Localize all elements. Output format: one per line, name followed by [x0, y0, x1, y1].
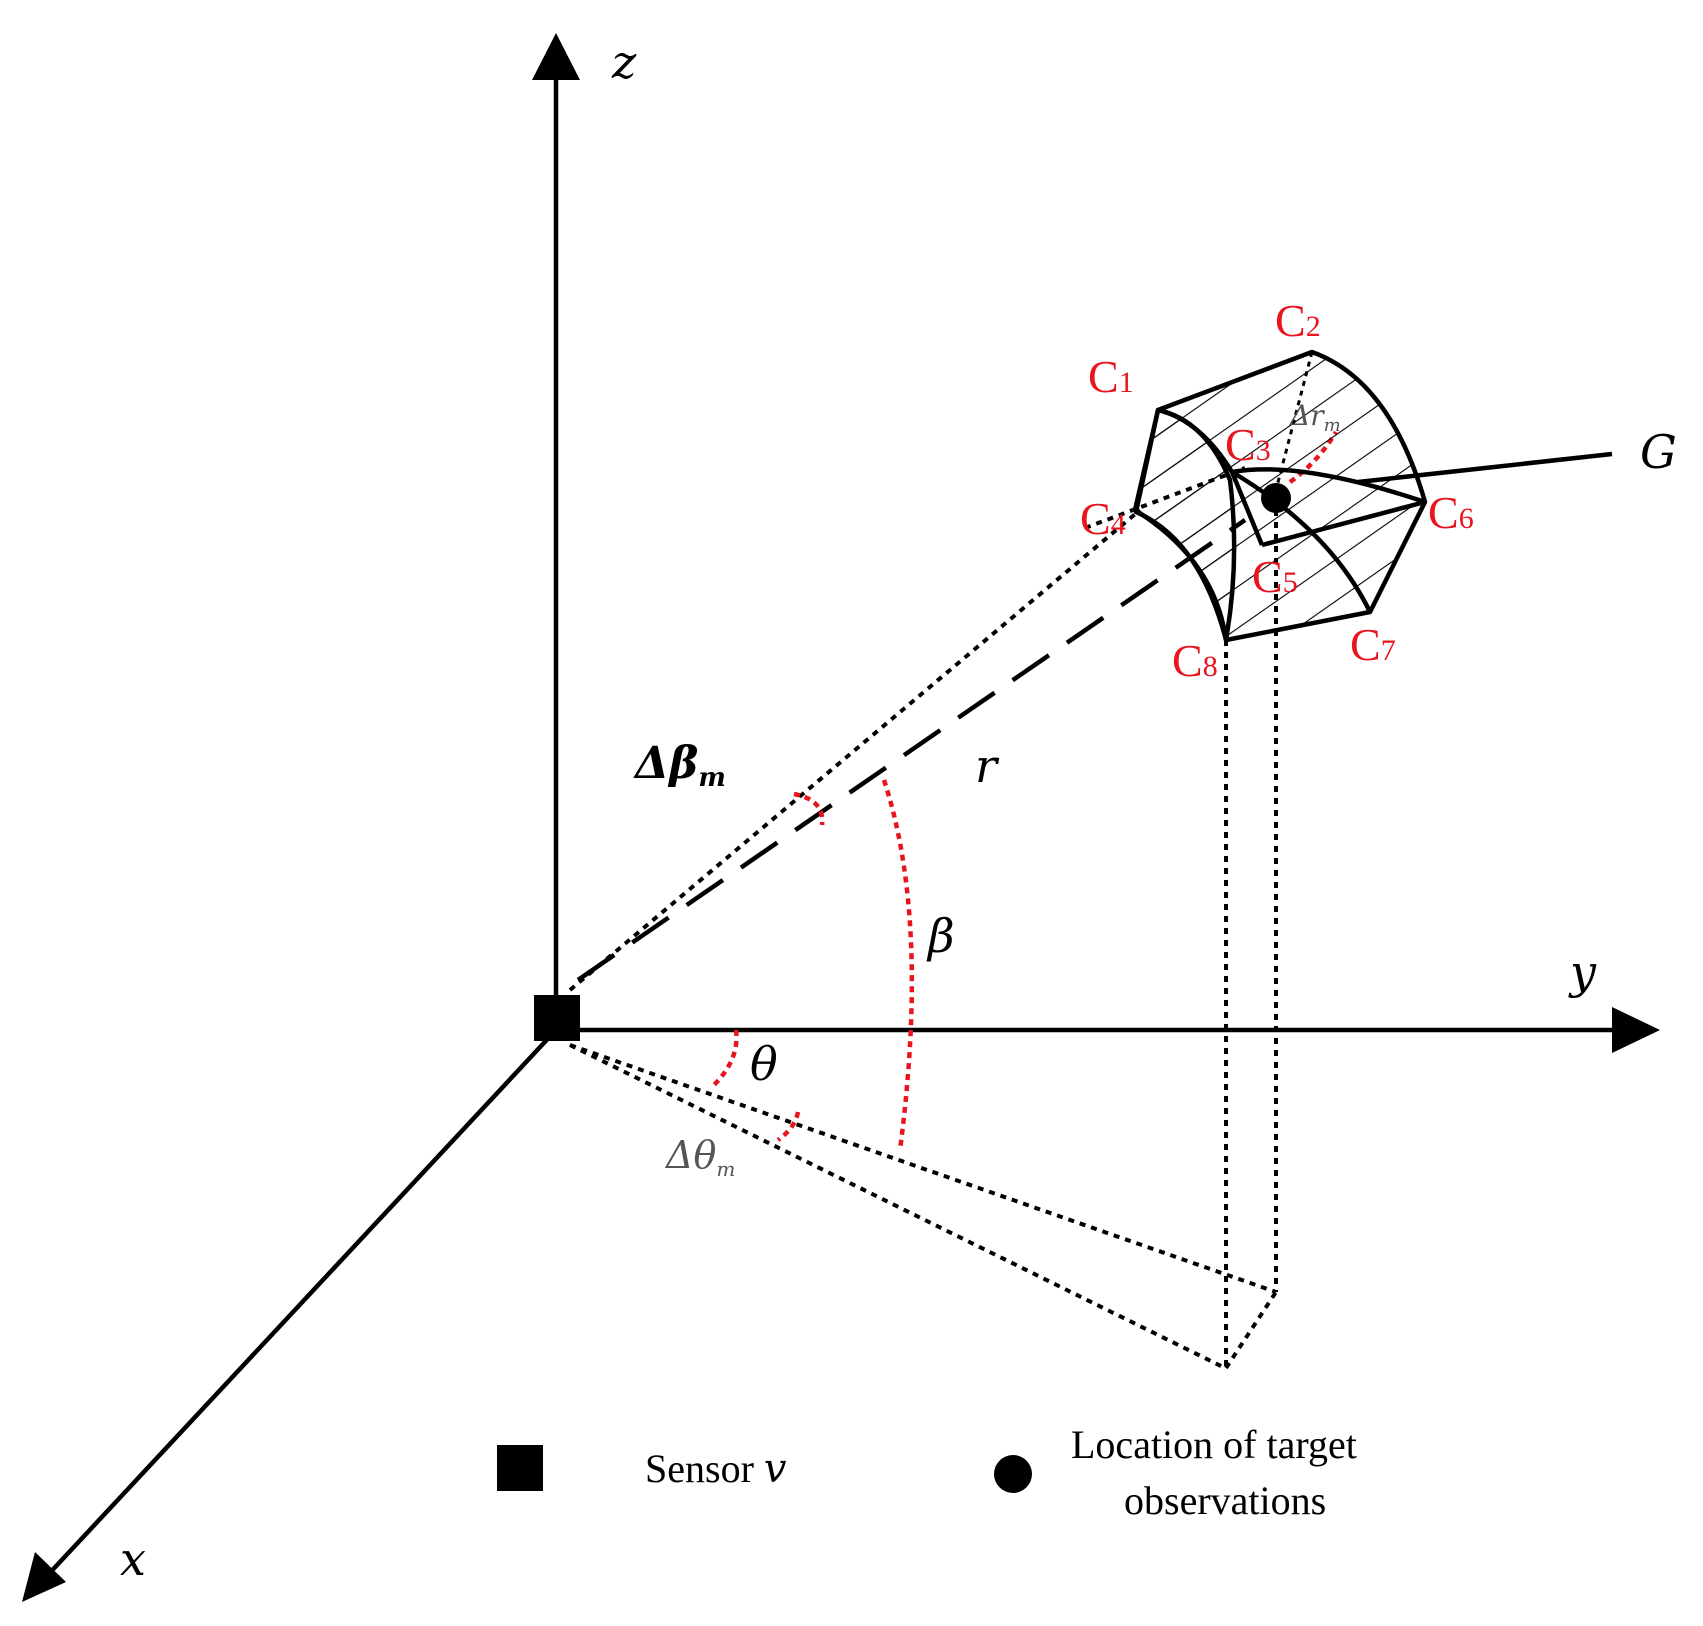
target-observation-dot [1261, 483, 1291, 513]
theta-arc [710, 1029, 739, 1089]
legend: Sensor v Location of target observations [497, 1422, 1357, 1523]
sensor-square [534, 995, 580, 1041]
corner-label-c5: C5 [1252, 551, 1298, 602]
delta-theta-main: Δθ [664, 1133, 716, 1177]
beam-rays [568, 466, 1278, 1370]
legend-target-line1: Location of target [1071, 1422, 1357, 1467]
beta-arc [881, 779, 915, 1151]
delta-r-sub: m [1324, 415, 1341, 436]
delta-beta-arc [793, 791, 825, 826]
g-label: G [1640, 425, 1677, 479]
delta-beta-sub: m [698, 763, 726, 793]
range-label-r: r [975, 739, 1000, 793]
cell-edge-c5-c6 [1261, 499, 1426, 548]
theta-label: θ [750, 1037, 778, 1091]
corner-label-c4: C4 [1080, 493, 1126, 544]
cell-edge-c1-c2-dotted [1157, 350, 1313, 412]
ground-connector [1224, 1290, 1278, 1370]
y-axis-arrowhead [1612, 1007, 1660, 1053]
x-axis-label: x [120, 1532, 146, 1586]
cell-edge-c3-c5 [1229, 471, 1265, 546]
corner-label-c7: C7 [1350, 619, 1396, 670]
corner-label-c2: C2 [1275, 295, 1321, 346]
legend-sensor-text: Sensor v [645, 1446, 787, 1492]
z-axis-label: z [611, 35, 637, 89]
ground-ray-far [569, 1043, 1226, 1370]
corner-labels: C1 C2 C3 C4 C5 C6 C7 C8 [1080, 295, 1474, 686]
cell-edge-c3-c7 [1230, 470, 1373, 613]
x-axis-arrowhead [22, 1552, 66, 1602]
cell-edge-c3-c6 [1231, 467, 1426, 505]
y-axis-label: y [1568, 945, 1597, 999]
delta-r-label: Δrm [1289, 399, 1341, 436]
delta-theta-arc [776, 1111, 801, 1142]
delta-beta-label: Δβm [633, 738, 726, 793]
corner-label-c6: C6 [1428, 487, 1474, 538]
range-line-r [576, 518, 1247, 982]
cell-edge-c1-c3 [1157, 407, 1234, 474]
delta-r-main: Δr [1289, 399, 1325, 432]
beta-label: β [926, 909, 955, 963]
x-axis-line [43, 1028, 558, 1580]
cell-edge-c2-c3-dotted [1274, 351, 1314, 491]
delta-beta-main: Δβ [633, 738, 698, 789]
ground-ray-near [569, 1043, 1277, 1294]
delta-theta-label: Δθm [664, 1133, 735, 1181]
legend-sensor-icon [497, 1445, 543, 1491]
target-cell [1132, 349, 1613, 643]
ray-to-c4 [568, 508, 1142, 992]
delta-theta-sub: m [716, 1157, 735, 1181]
axes [43, 80, 1615, 1580]
legend-target-icon [994, 1455, 1032, 1493]
corner-label-c1: C1 [1088, 351, 1134, 402]
corner-label-c3: C3 [1225, 419, 1271, 470]
z-axis-arrowhead [532, 33, 580, 80]
g-pointer-line [1357, 451, 1613, 485]
legend-target-line2: observations [1124, 1478, 1326, 1523]
corner-label-c8: C8 [1172, 635, 1218, 686]
